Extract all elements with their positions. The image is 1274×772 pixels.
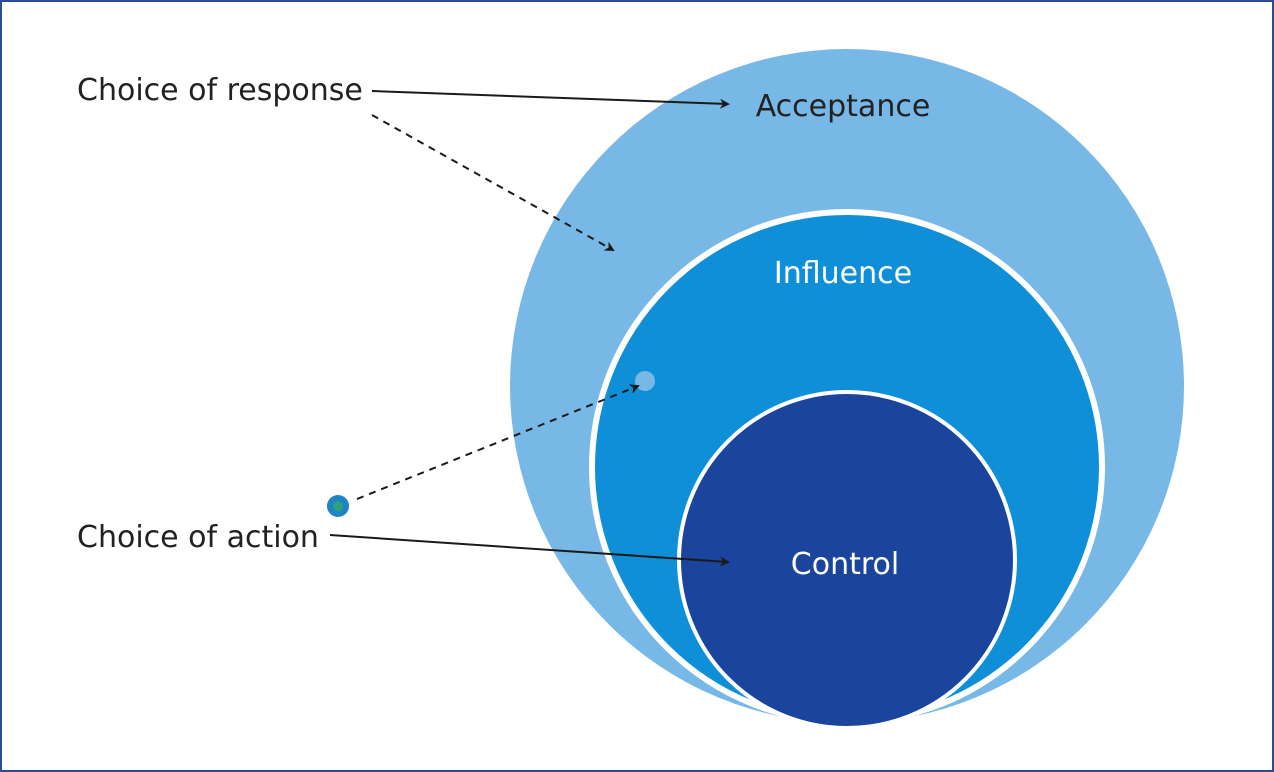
influence-target-dot bbox=[635, 371, 655, 391]
arrow-response-to-influence-ring bbox=[371, 114, 615, 251]
arrow-action-to-control bbox=[329, 534, 730, 567]
arrow-response-to-acceptance bbox=[371, 90, 730, 109]
influence-label: Influence bbox=[774, 256, 912, 291]
choice-of-action-label: Choice of action bbox=[77, 520, 319, 555]
choice-of-response-label: Choice of response bbox=[77, 73, 363, 108]
control-circle bbox=[677, 390, 1017, 730]
arrow-action-to-influence bbox=[356, 384, 640, 500]
acceptance-label: Acceptance bbox=[756, 89, 931, 124]
control-label: Control bbox=[791, 547, 899, 582]
action-dot-center bbox=[333, 501, 343, 511]
